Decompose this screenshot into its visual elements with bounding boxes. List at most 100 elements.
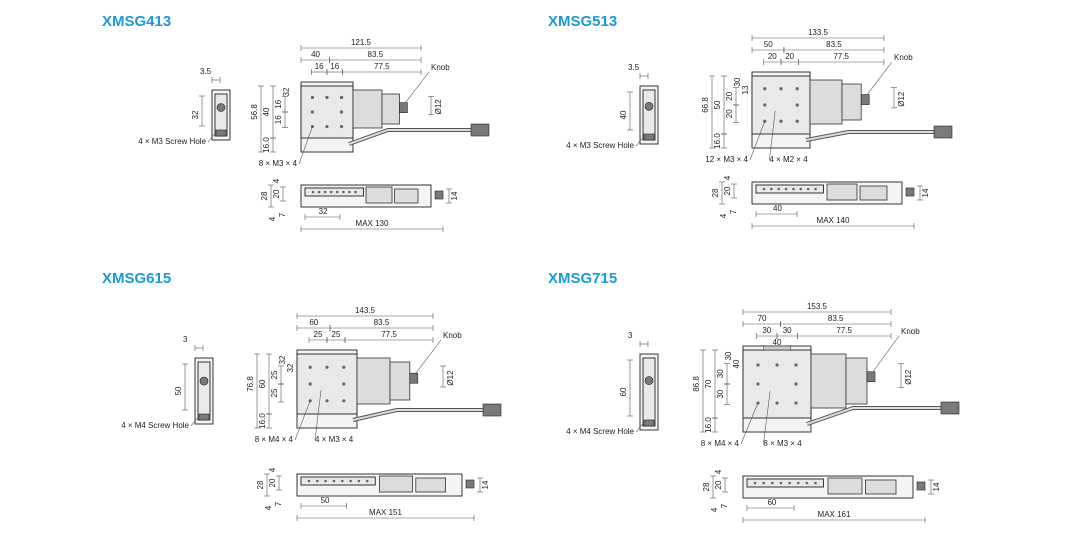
stepper-motor-body: [356, 357, 391, 405]
mounting-hole: [339, 110, 344, 114]
front-rail-hole: [777, 187, 781, 191]
row-pitch-2-value: 20: [725, 109, 734, 118]
base-offset-value: 16.0: [262, 137, 271, 153]
front-carriage-value: 20: [268, 478, 277, 487]
row-pitch-2-value: 16: [274, 115, 283, 124]
hole-callout-2-leader: [314, 389, 322, 441]
front-rail-hole: [365, 479, 369, 483]
front-knob-height-value: 14: [450, 191, 459, 200]
mounting-hole: [779, 87, 783, 91]
hole-callout-1-leader: [294, 400, 311, 441]
knob-leader-line: [405, 71, 430, 103]
front-rail-hole: [814, 187, 817, 191]
mounting-hole: [325, 365, 329, 369]
side-height-value: 40: [619, 110, 628, 119]
stepper-motor-end: [389, 361, 411, 401]
hole-callout-1-leader: [749, 121, 766, 161]
table-height-value: 70: [704, 379, 713, 388]
inner-pitch-value: 40: [773, 338, 782, 347]
knob-shape: [409, 372, 419, 384]
hole-callout-1: 8 × M4 × 4: [701, 439, 740, 448]
front-max-length-value: MAX 140: [817, 216, 850, 225]
front-height-value: 28: [711, 188, 720, 197]
front-rail-hole: [779, 481, 783, 485]
mounting-hole: [325, 399, 329, 403]
mounting-hole: [756, 382, 760, 386]
front-view-carriage: [746, 478, 824, 488]
front-rail-hole: [806, 187, 810, 191]
front-rail-hole: [342, 190, 345, 194]
mounting-hole: [775, 401, 779, 405]
mounting-hole: [325, 124, 329, 129]
base-offset-value: 16.0: [258, 413, 267, 429]
front-knob-height-value: 14: [932, 482, 941, 491]
mounting-hole: [339, 124, 344, 129]
motor-width-value: 83.5: [368, 50, 384, 59]
side-view-screw-block: [643, 133, 655, 141]
front-rail-hole: [762, 187, 766, 191]
front-rail-hole: [340, 479, 344, 483]
total-height-value: 56.8: [250, 104, 259, 120]
front-rail-hole: [348, 190, 351, 194]
model-title-xmsg513: XMSG513: [548, 13, 618, 30]
mounting-hole: [342, 382, 346, 386]
hole-pitch-1-value: 25: [314, 330, 323, 339]
side-view-screw-block: [643, 419, 655, 427]
front-rail-hole: [335, 190, 339, 194]
hole-callout-1-leader: [740, 402, 759, 445]
knob-offset-value: 77.5: [833, 52, 849, 61]
front-rail-hole: [317, 190, 321, 194]
mounting-hole: [756, 363, 760, 367]
top-view-table: [300, 85, 354, 139]
hole-callout-1: 8 × M4 × 4: [255, 435, 294, 444]
front-top-offset-value: 4: [268, 467, 277, 472]
side-view-screw-block: [198, 413, 210, 421]
front-view-carriage: [755, 184, 824, 194]
total-height-value: 76.8: [246, 376, 255, 392]
front-top-offset-value: 4: [714, 469, 723, 474]
side-view-knob: [199, 376, 209, 386]
front-rail-hole: [805, 481, 809, 485]
side-height-value: 32: [191, 110, 200, 119]
overall-width-value: 133.5: [808, 28, 829, 37]
row-pitch-1-value: 30: [716, 369, 725, 378]
front-rail-hole: [788, 481, 791, 485]
front-view-carriage: [304, 187, 364, 197]
front-view-motor: [827, 477, 863, 495]
front-rail-hole: [784, 187, 788, 191]
table-width-value: 70: [758, 314, 767, 323]
hole-callout-2: 4 × M3 × 4: [315, 435, 354, 444]
front-view-motor: [379, 475, 413, 493]
front-carriage-value: 20: [272, 189, 281, 198]
front-bottom-offset-value: 4: [710, 507, 719, 512]
side-top-value: 3: [183, 335, 188, 344]
total-height-value: 66.8: [701, 97, 710, 113]
front-bottom-offset-value: 4: [264, 505, 273, 510]
mounting-hole: [310, 110, 315, 114]
model-title-xmsg413: XMSG413: [102, 13, 172, 30]
motor-width-value: 83.5: [828, 314, 844, 323]
stepper-motor-end: [841, 83, 862, 121]
stepper-motor-end: [845, 357, 868, 405]
side-view-carriage: [197, 361, 211, 421]
front-top-offset-value: 4: [723, 175, 732, 180]
mounting-hole: [342, 365, 346, 369]
stepper-motor-body: [810, 353, 847, 409]
front-max-length-value: MAX 161: [818, 510, 851, 519]
side-screw-hole-label: 4 × M4 Screw Hole: [566, 427, 634, 436]
front-rail-hole: [770, 481, 774, 485]
front-view-carriage: [300, 476, 376, 486]
knob-leader-line: [872, 335, 900, 372]
hole-callout-1-leader: [298, 126, 313, 165]
front-view-motor: [365, 186, 393, 204]
model-title-xmsg715: XMSG715: [548, 270, 618, 287]
side-view-carriage: [642, 357, 656, 427]
side-screw-hole-label: 4 × M3 Screw Hole: [138, 137, 206, 146]
mounting-hole: [325, 95, 329, 100]
side-height-value: 50: [174, 386, 183, 395]
side-top-value: 3: [628, 331, 633, 340]
secondary-offset-value: 13: [741, 85, 750, 94]
table-height-value: 40: [262, 107, 271, 116]
